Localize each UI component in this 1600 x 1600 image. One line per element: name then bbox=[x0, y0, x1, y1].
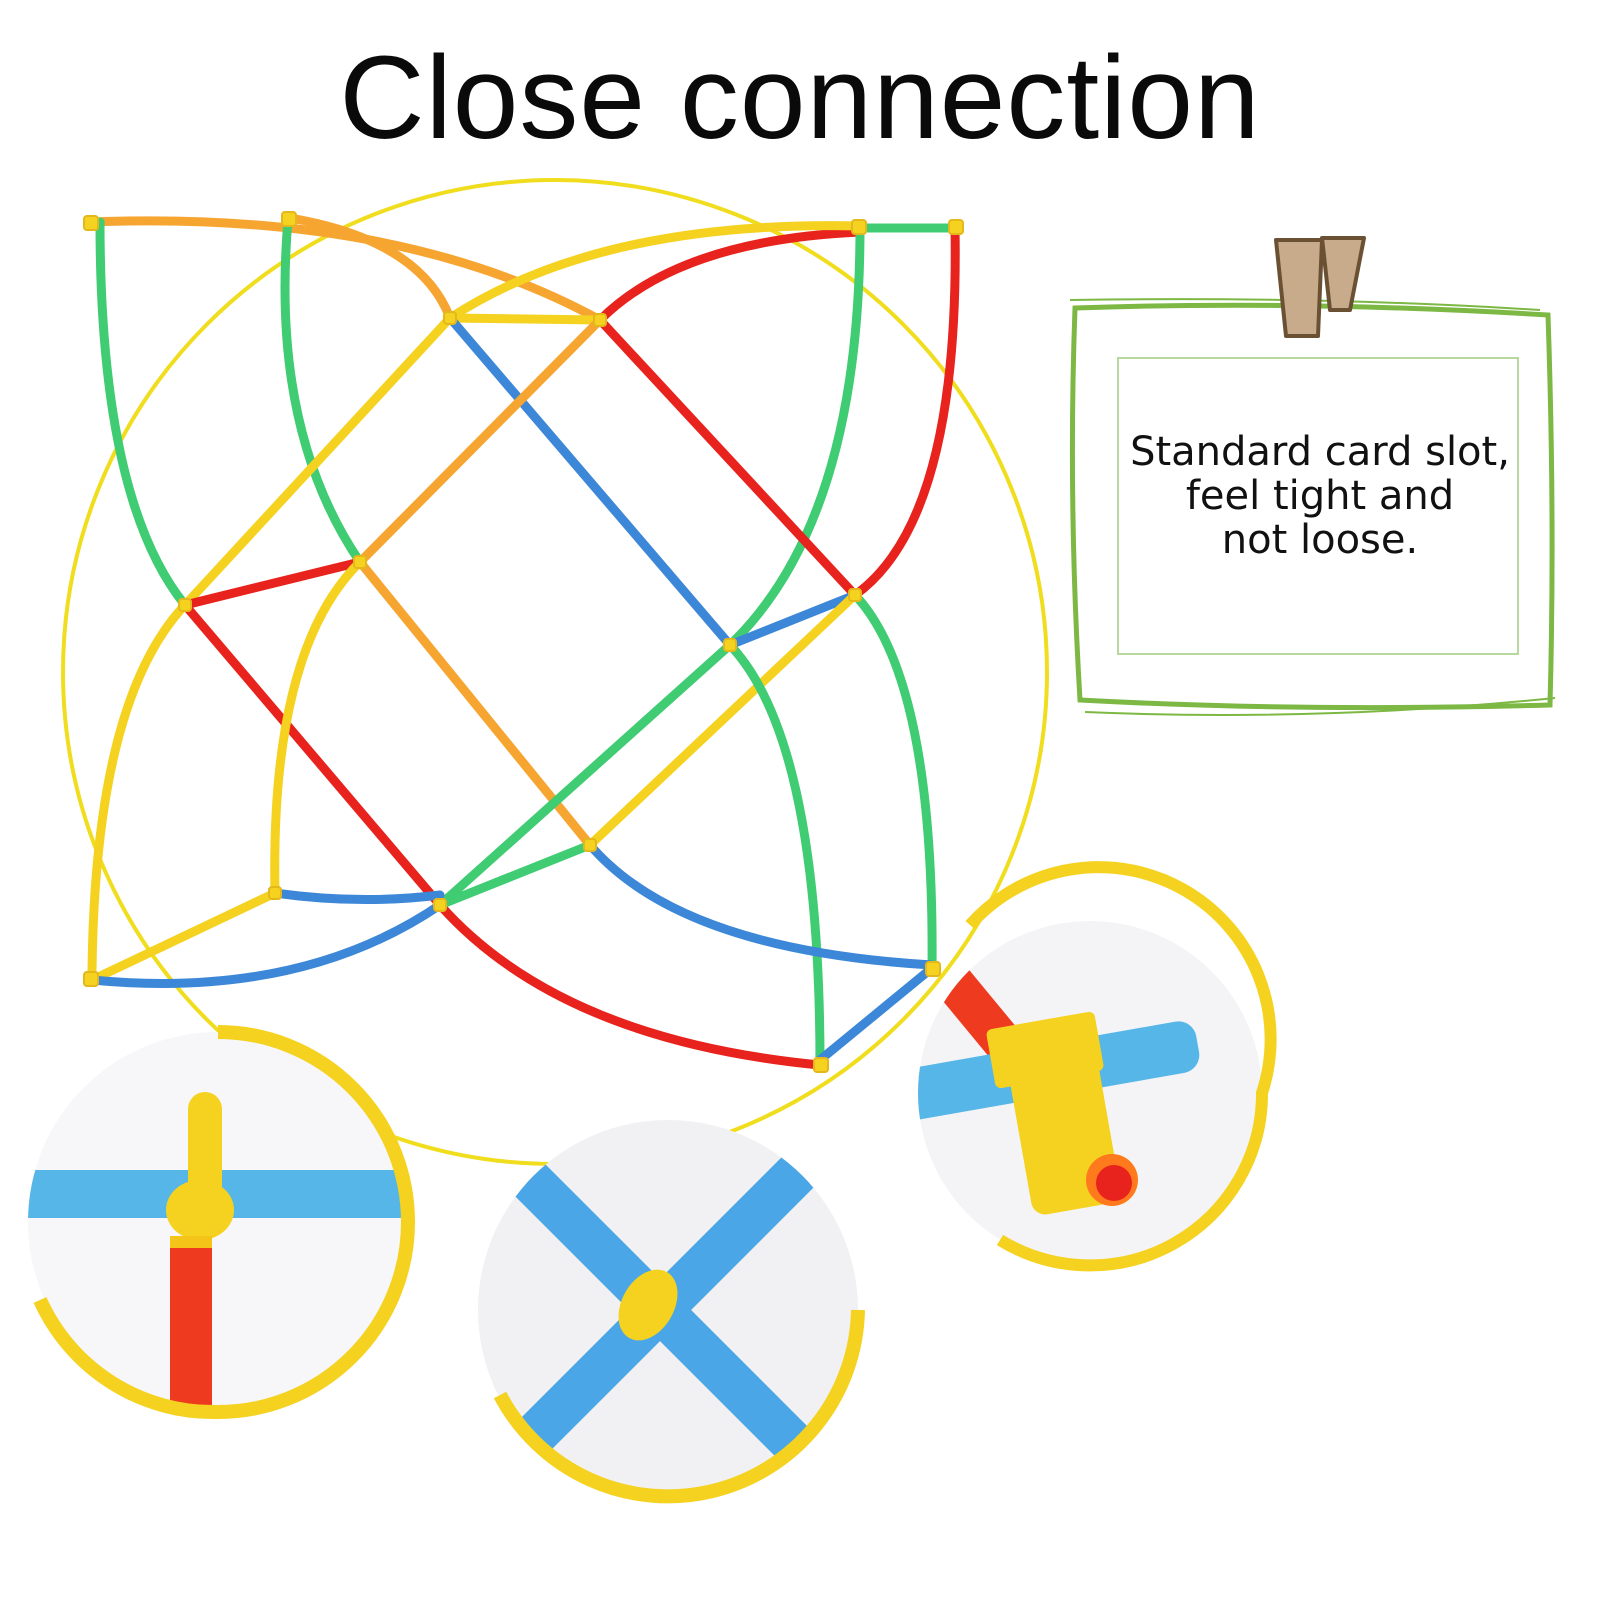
zoom-circle-side-slot bbox=[918, 861, 1277, 1272]
note-card bbox=[1069, 236, 1556, 716]
card-note-line-1: Standard card slot, bbox=[1130, 429, 1510, 475]
card-note-line-2: feel tight and bbox=[1185, 473, 1455, 519]
connector-joints bbox=[83, 211, 964, 1073]
page-title: Close connection bbox=[339, 32, 1261, 164]
zoom-circle-t-joint bbox=[28, 1025, 415, 1420]
straw-structure bbox=[85, 213, 960, 1070]
card-note-line-3: not loose. bbox=[1221, 517, 1419, 563]
zoom-circle-x-joint bbox=[478, 1120, 865, 1504]
paper-clip-icon bbox=[1274, 236, 1366, 338]
card-note-text: Standard card slot, feel tight and not l… bbox=[1120, 430, 1520, 562]
